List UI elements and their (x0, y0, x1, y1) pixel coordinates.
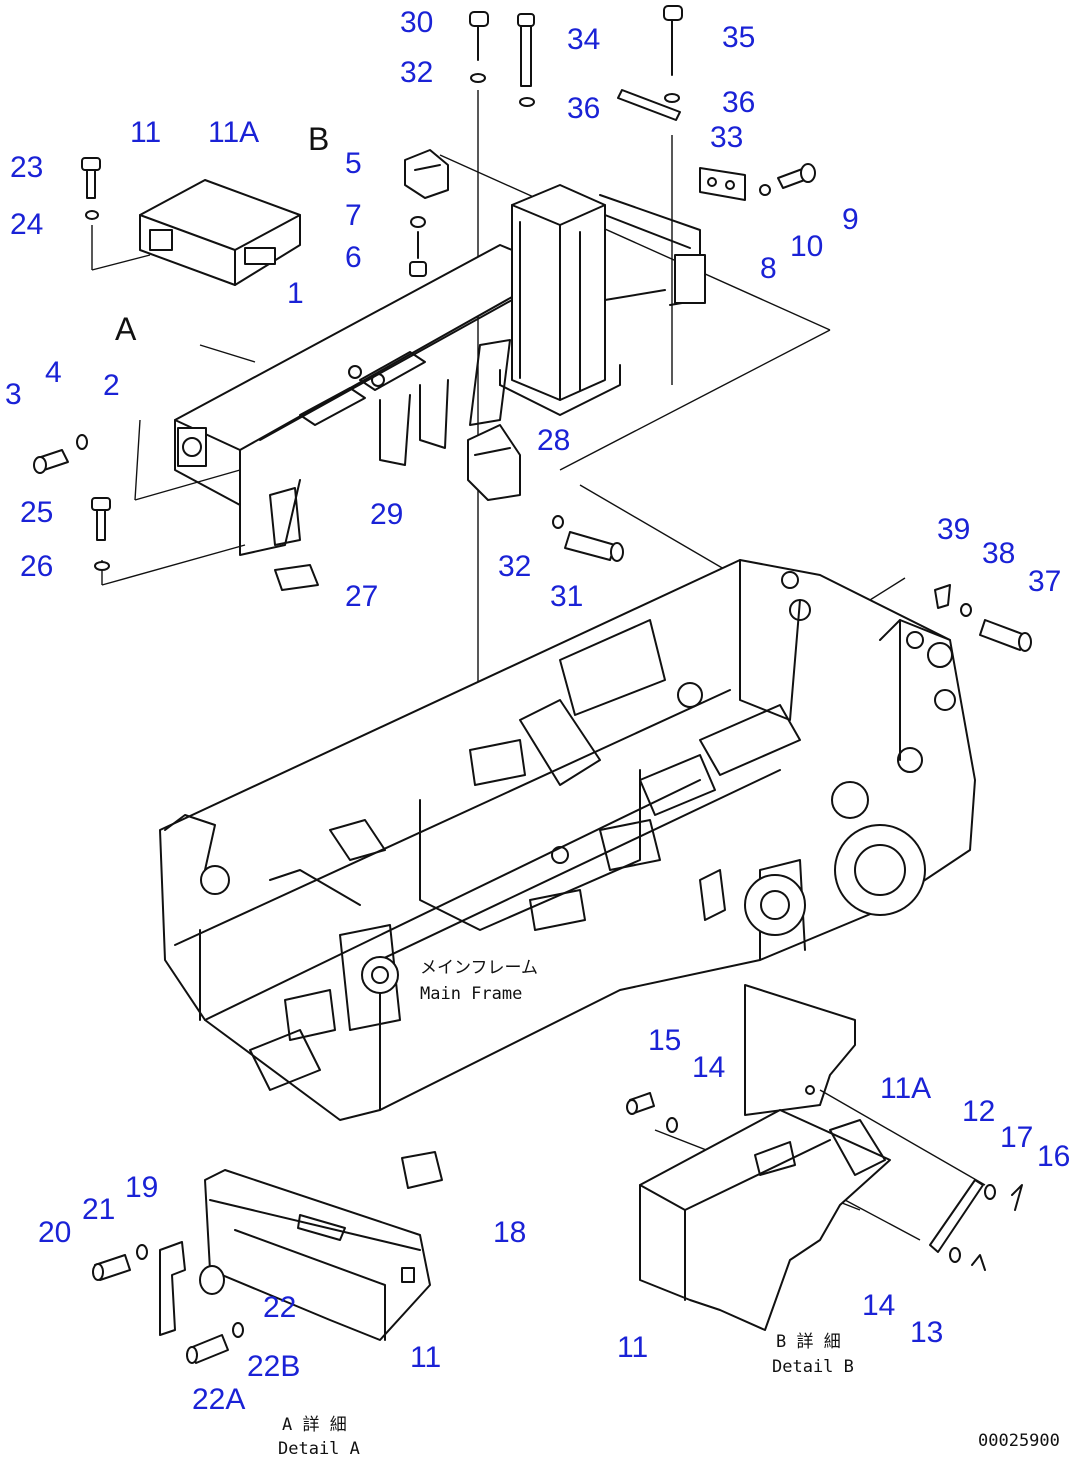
callout-22b: 22B (247, 1350, 300, 1383)
diagram-labels: A B メインフレーム Main Frame A 詳 細 Detail A B … (115, 121, 1060, 1459)
callout-29: 29 (370, 498, 403, 531)
callout-28: 28 (537, 424, 570, 457)
callout-39: 39 (937, 513, 970, 546)
detail-a-title-en: Detail A (278, 1439, 360, 1459)
callout-22: 22 (263, 1291, 296, 1324)
callout-10: 10 (790, 230, 823, 263)
callout-16: 16 (1037, 1140, 1070, 1173)
main-frame-label-jp: メインフレーム (420, 958, 538, 978)
callout-5: 5 (345, 147, 362, 180)
callout-33: 33 (710, 121, 743, 154)
callout-12: 12 (962, 1095, 995, 1128)
callout-31: 31 (550, 580, 583, 613)
callout-37: 37 (1028, 565, 1061, 598)
callout-11-top: 11 (130, 116, 161, 149)
detail-b-title-en: Detail B (772, 1357, 854, 1377)
callout-32-top: 32 (400, 56, 433, 89)
callout-36-right: 36 (722, 86, 755, 119)
callout-4: 4 (45, 356, 62, 389)
callout-32-lower: 32 (498, 550, 531, 583)
callout-26: 26 (20, 550, 53, 583)
fasteners-upper (33, 5, 1032, 652)
callout-21: 21 (82, 1193, 115, 1226)
callout-14-top: 14 (692, 1051, 725, 1084)
callout-35: 35 (722, 21, 755, 54)
callout-17: 17 (1000, 1121, 1033, 1154)
callout-25: 25 (20, 496, 53, 529)
drawing-number: 00025900 (978, 1431, 1060, 1451)
detail-b-title-jp: B 詳 細 (776, 1332, 841, 1352)
section-letter-a: A (115, 311, 137, 347)
callout-11a-detail-b: 11A (880, 1072, 931, 1105)
callout-2: 2 (103, 369, 120, 402)
callout-11-detail-b: 11 (617, 1331, 648, 1364)
section-letter-b: B (308, 121, 329, 157)
callout-23: 23 (10, 151, 43, 184)
callout-6: 6 (345, 241, 362, 274)
callout-14-lower: 14 (862, 1289, 895, 1322)
callout-9: 9 (842, 203, 859, 236)
callout-30: 30 (400, 6, 433, 39)
callout-13: 13 (910, 1316, 943, 1349)
callout-8: 8 (760, 252, 777, 285)
callout-24: 24 (10, 208, 43, 241)
callout-19: 19 (125, 1171, 158, 1204)
callout-22a: 22A (192, 1383, 245, 1416)
detail-a-title-jp: A 詳 細 (282, 1415, 347, 1435)
callout-34: 34 (567, 23, 600, 56)
callout-1: 1 (287, 277, 304, 310)
main-frame-drawing (159, 559, 976, 1121)
main-frame-label-en: Main Frame (420, 984, 522, 1004)
detail-b-drawing (626, 984, 1023, 1331)
callout-38: 38 (982, 537, 1015, 570)
callout-3: 3 (5, 378, 22, 411)
callout-15: 15 (648, 1024, 681, 1057)
callout-18: 18 (493, 1216, 526, 1249)
callout-11-detail-a: 11 (410, 1341, 441, 1374)
callout-7: 7 (345, 199, 362, 232)
callout-27: 27 (345, 580, 378, 613)
callout-36-left: 36 (567, 92, 600, 125)
callout-11a-top: 11A (208, 116, 259, 149)
callout-20: 20 (38, 1216, 71, 1249)
detail-a-drawing (92, 1151, 443, 1364)
upper-frame-drawing (139, 89, 816, 556)
part-callouts: 1 2 3 4 5 6 7 8 9 10 11 11A 23 24 25 26 … (5, 6, 1070, 1416)
